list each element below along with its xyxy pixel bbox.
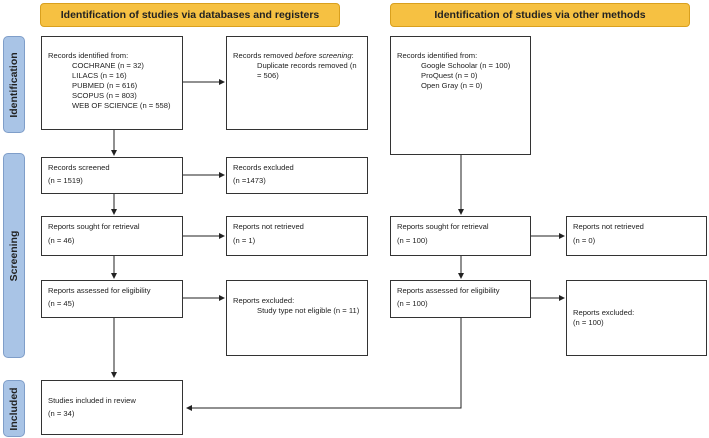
other-reports-sought-count: (n = 100)	[397, 236, 428, 245]
header-other-methods: Identification of studies via other meth…	[390, 3, 690, 27]
source-open-gray: Open Gray (n = 0)	[421, 81, 483, 90]
other-reports-not-retrieved-count: (n = 0)	[573, 236, 596, 245]
db-reports-sought-count: (n = 46)	[48, 236, 75, 245]
other-reports-sought-title: Reports sought for retrieval	[397, 222, 489, 231]
db-records-excluded: Records excluded (n =1473)	[226, 157, 368, 194]
db-records-identified-title: Records identified from:	[48, 51, 129, 60]
db-reports-assessed-count: (n = 45)	[48, 299, 75, 308]
db-records-excluded-title: Records excluded	[233, 163, 294, 172]
source-scopus: SCOPUS (n = 803)	[72, 91, 137, 100]
other-reports-assessed-count: (n = 100)	[397, 299, 428, 308]
phase-screening: Screening	[3, 153, 25, 358]
db-studies-included-count: (n = 34)	[48, 409, 75, 418]
db-reports-sought-title: Reports sought for retrieval	[48, 222, 140, 231]
other-reports-excluded: Reports excluded: (n = 100)	[566, 280, 707, 356]
header-databases: Identification of studies via databases …	[40, 3, 340, 27]
other-records-identified: Records identified from: Google Schoolar…	[390, 36, 531, 155]
db-studies-included: Studies included in review (n = 34)	[41, 380, 183, 435]
db-records-excluded-count: (n =1473)	[233, 176, 266, 185]
db-records-screened: Records screened (n = 1519)	[41, 157, 183, 194]
duplicate-records-removed: Duplicate records removed (n = 506)	[257, 61, 357, 80]
db-records-removed-title: Records removed before screening:	[233, 51, 354, 60]
db-reports-not-retrieved: Reports not retrieved (n = 1)	[226, 216, 368, 256]
other-records-identified-title: Records identified from:	[397, 51, 478, 60]
study-type-not-eligible: Study type not eligible (n = 11)	[257, 306, 360, 315]
source-pubmed: PUBMED (n = 616)	[72, 81, 138, 90]
phase-identification: Identification	[3, 36, 25, 133]
source-proquest: ProQuest (n = 0)	[421, 71, 478, 80]
other-reports-excluded-count: (n = 100)	[573, 318, 604, 327]
db-reports-sought: Reports sought for retrieval (n = 46)	[41, 216, 183, 256]
other-reports-excluded-title: Reports excluded:	[573, 308, 635, 317]
other-reports-assessed: Reports assessed for eligibility (n = 10…	[390, 280, 531, 318]
source-lilacs: LILACS (n = 16)	[72, 71, 127, 80]
other-reports-not-retrieved-title: Reports not retrieved	[573, 222, 644, 231]
db-records-screened-count: (n = 1519)	[48, 176, 83, 185]
phase-included: Included	[3, 380, 25, 437]
db-records-removed: Records removed before screening: Duplic…	[226, 36, 368, 130]
source-google-scholar: Google Schoolar (n = 100)	[421, 61, 511, 70]
db-reports-not-retrieved-count: (n = 1)	[233, 236, 256, 245]
db-studies-included-title: Studies included in review	[48, 396, 136, 405]
db-reports-assessed: Reports assessed for eligibility (n = 45…	[41, 280, 183, 318]
source-web-of-science: WEB OF SCIENCE (n = 558)	[72, 101, 171, 110]
db-reports-excluded: Reports excluded: Study type not eligibl…	[226, 280, 368, 356]
other-reports-sought: Reports sought for retrieval (n = 100)	[390, 216, 531, 256]
other-reports-assessed-title: Reports assessed for eligibility	[397, 286, 500, 295]
db-records-identified: Records identified from: COCHRANE (n = 3…	[41, 36, 183, 130]
source-cochrane: COCHRANE (n = 32)	[72, 61, 144, 70]
arrow-other-assessed-to-included	[186, 318, 462, 411]
db-reports-excluded-title: Reports excluded:	[233, 296, 295, 305]
db-reports-assessed-title: Reports assessed for eligibility	[48, 286, 151, 295]
db-records-screened-title: Records screened	[48, 163, 110, 172]
other-reports-not-retrieved: Reports not retrieved (n = 0)	[566, 216, 707, 256]
db-reports-not-retrieved-title: Reports not retrieved	[233, 222, 304, 231]
